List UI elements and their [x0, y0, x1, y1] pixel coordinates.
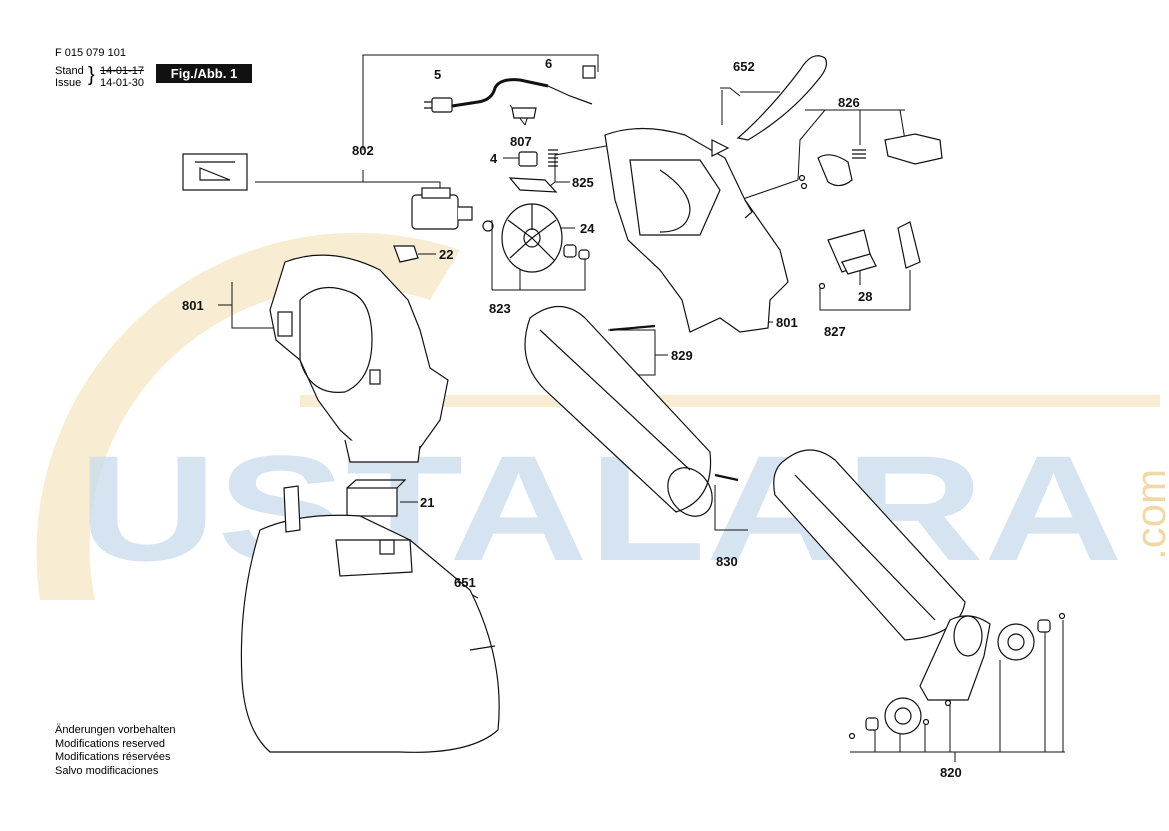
issue-label: Issue: [55, 77, 82, 89]
watermark-suffix: .com: [1127, 469, 1169, 560]
callout-21: 21: [420, 495, 434, 510]
stand-label: Stand: [55, 65, 84, 77]
part-28: [827, 229, 877, 275]
strap: [736, 55, 828, 141]
callout-823: 823: [489, 301, 511, 316]
callout-28: 28: [858, 289, 872, 304]
callout-652: 652: [733, 59, 755, 74]
motor: [411, 187, 494, 232]
figure-label: Fig./Abb. 1: [156, 64, 252, 83]
brace: }: [88, 64, 95, 86]
switch-parts: [508, 107, 558, 193]
part-827: [818, 221, 921, 290]
callout-22: 22: [439, 247, 453, 262]
callout-numbers: 5 6 652 826 802 807 4 825 24 22 801 823 …: [182, 56, 962, 780]
housing-right: [604, 127, 789, 333]
note-es: Salvo modificaciones: [55, 764, 159, 777]
note-en: Modifications reserved: [55, 737, 166, 750]
callout-801-right: 801: [776, 315, 798, 330]
watermark-text: USTALARA: [78, 424, 1123, 592]
callout-820: 820: [940, 765, 962, 780]
handle-parts: [798, 133, 943, 190]
note-fr: Modifications réservées: [55, 751, 171, 763]
callout-830: 830: [716, 554, 738, 569]
blow-tube-upper: [524, 306, 713, 517]
old-date: 14-01-17: [100, 65, 145, 77]
callout-807: 807: [510, 134, 532, 149]
fan-impeller: [501, 203, 590, 273]
housing-left: [269, 254, 449, 463]
callout-5: 5: [434, 67, 441, 82]
callout-801-left: 801: [182, 298, 204, 313]
modification-notes: Änderungen vorbehalten Modifications res…: [55, 724, 175, 778]
watermark-band: [300, 395, 1160, 407]
callout-825: 825: [572, 175, 594, 190]
callout-829: 829: [671, 348, 693, 363]
callout-651: 651: [454, 575, 476, 590]
callout-802: 802: [352, 143, 374, 158]
callout-6: 6: [545, 56, 552, 71]
collection-bag: [240, 485, 500, 753]
filter: [346, 487, 398, 517]
strap-clip: [711, 139, 730, 157]
callout-827: 827: [824, 324, 846, 339]
part-22: [393, 245, 419, 263]
callout-24: 24: [580, 221, 595, 236]
callout-826: 826: [838, 95, 860, 110]
doc-number: F 015 079 101: [55, 47, 126, 59]
callout-4: 4: [490, 151, 498, 166]
wheel-assembly: [848, 612, 1066, 740]
watermark: USTALARA .com: [36, 232, 1169, 600]
parts: [182, 55, 1066, 753]
assembly-symbol-box: [182, 153, 248, 191]
note-de: Änderungen vorbehalten: [55, 724, 176, 736]
new-date: 14-01-30: [100, 77, 145, 89]
power-cable: [424, 65, 596, 113]
watermark-swoosh: [36, 232, 460, 600]
